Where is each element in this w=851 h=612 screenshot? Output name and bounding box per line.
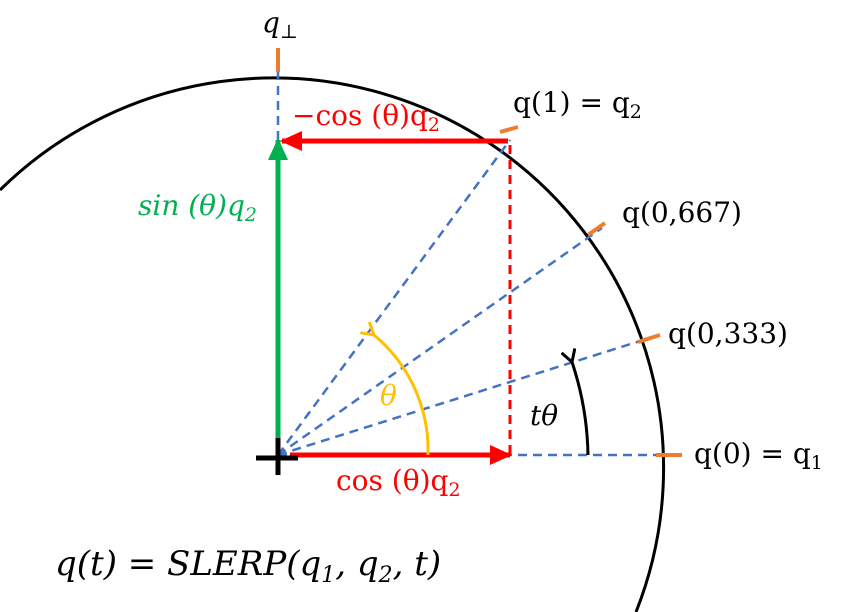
label-neg-cos: −cos (θ)q2 [292,99,440,136]
origin-cross [256,438,298,475]
label-q0333: q(0,333) [668,317,788,350]
label-q1: q(1) = q2 [513,86,642,123]
ray-q0667 [277,226,603,457]
label-sin: sin (θ)q2 [138,189,257,226]
ray-q0333 [277,334,657,457]
ray-q1 [276,139,512,456]
label-q-perp: q⊥ [262,6,298,43]
tick-q0333 [637,333,661,344]
tick-q1 [499,125,519,134]
tick-q0667 [586,221,607,237]
t-theta-arc [572,362,590,456]
label-theta: θ [380,379,397,412]
label-q0: q(0) = q1 [694,437,823,474]
label-cos: cos (θ)q2 [336,464,461,501]
orange-ticks [276,48,682,457]
slerp-formula: q(t) = SLERP(q1, q2, t) [55,544,441,588]
label-q0667: q(0,667) [622,196,742,229]
label-t-theta: tθ [530,399,558,432]
unit-circle-arc [0,76,666,612]
theta-arc [374,335,430,456]
